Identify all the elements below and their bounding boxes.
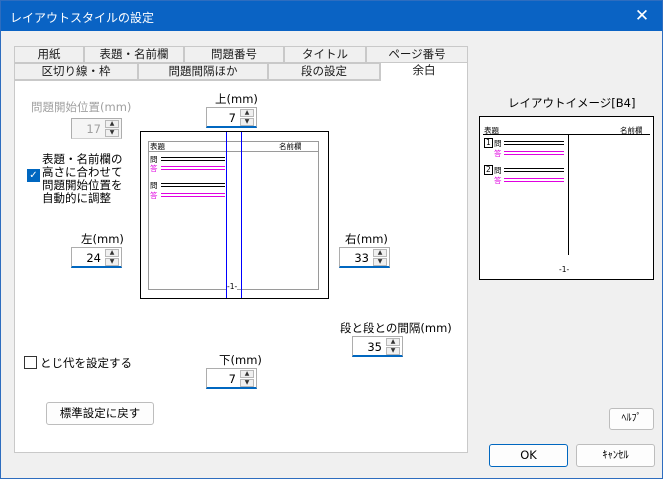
column-gap-right-line	[241, 132, 242, 298]
auto-adjust-label-2: 高さに合わせて	[42, 165, 123, 179]
layout-image-page: 表題 名前欄 1 問 答 2 問 答 -1-	[479, 116, 654, 280]
header-divider	[148, 151, 319, 152]
preview-answer-line	[161, 169, 225, 170]
title-bar: レイアウトスタイルの設定 ✕	[1, 1, 662, 31]
bottom-margin-label: 下(mm)	[219, 353, 262, 367]
layout-line	[504, 144, 564, 145]
bottom-margin-stepper[interactable]: 7 ▲▼	[206, 368, 257, 389]
right-margin-label: 右(mm)	[345, 232, 388, 246]
column-gap-value: 35	[367, 340, 382, 354]
top-margin-value: 7	[228, 111, 236, 125]
spin-up-icon[interactable]: ▲	[240, 109, 254, 117]
preview-answer-line	[161, 193, 225, 194]
margin-preview-page: 表題 名前欄 問 答 問 答 -1-	[140, 131, 329, 299]
preview-header-name: 名前欄	[279, 142, 302, 151]
top-margin-label: 上(mm)	[215, 92, 258, 106]
preview-line	[161, 183, 225, 184]
right-margin-stepper[interactable]: 33 ▲▼	[339, 247, 390, 268]
cancel-button[interactable]: ｷｬﾝｾﾙ	[576, 444, 655, 467]
layout-answer-1: 答	[494, 149, 502, 158]
tab-margin[interactable]: 余白	[380, 62, 468, 81]
layout-answer-line	[504, 178, 564, 179]
spin-up-icon[interactable]: ▲	[373, 249, 387, 257]
layout-q-number-2: 2	[484, 165, 493, 175]
preview-question-1: 問	[150, 155, 158, 164]
spin-down-icon[interactable]: ▼	[240, 379, 254, 387]
preview-answer-2: 答	[150, 191, 158, 200]
preview-question-2: 問	[150, 181, 158, 190]
window-title: レイアウトスタイルの設定	[10, 11, 155, 25]
binding-margin-label: とじ代を設定する	[40, 356, 132, 370]
binding-margin-checkbox[interactable]	[24, 356, 37, 369]
tab-column-settings[interactable]: 段の設定	[268, 63, 380, 80]
tab-page-number[interactable]: ページ番号	[366, 46, 468, 63]
bottom-margin-value: 7	[228, 372, 236, 386]
preview-page-number: -1-	[227, 282, 238, 291]
tab-problem-number[interactable]: 問題番号	[184, 46, 284, 63]
ok-button[interactable]: OK	[489, 444, 568, 467]
layout-header-divider	[483, 134, 650, 135]
layout-answer-line	[504, 151, 564, 152]
spin-down-icon[interactable]: ▼	[105, 258, 119, 266]
layout-question-2: 問	[494, 166, 502, 175]
left-margin-value: 24	[86, 251, 101, 265]
spin-down-icon[interactable]: ▼	[240, 118, 254, 126]
spin-down-icon[interactable]: ▼	[373, 258, 387, 266]
close-icon[interactable]: ✕	[634, 6, 650, 26]
spin-up-icon[interactable]: ▲	[240, 370, 254, 378]
top-margin-stepper[interactable]: 7 ▲▼	[206, 107, 257, 128]
layout-page-number: -1-	[559, 265, 570, 274]
auto-adjust-checkbox[interactable]: ✓	[27, 169, 40, 182]
column-gap-label: 段と段との間隔(mm)	[340, 321, 452, 335]
auto-adjust-label-4: 自動的に調整	[42, 191, 111, 205]
tab-separator-frame[interactable]: 区切り線・枠	[14, 63, 138, 80]
preview-answer-line	[161, 196, 225, 197]
reset-defaults-button[interactable]: 標準設定に戻す	[46, 402, 154, 425]
preview-line	[161, 186, 225, 187]
auto-adjust-label-3: 問題開始位置を	[42, 178, 123, 192]
right-margin-value: 33	[354, 251, 369, 265]
layout-line	[504, 171, 564, 172]
spin-down-icon[interactable]: ▼	[386, 347, 400, 355]
layout-line	[504, 168, 564, 169]
layout-line	[504, 141, 564, 142]
preview-answer-1: 答	[150, 164, 158, 173]
help-button[interactable]: ﾍﾙﾌﾟ	[609, 408, 654, 430]
left-margin-label: 左(mm)	[81, 232, 124, 246]
spin-down-icon: ▼	[105, 129, 119, 137]
spin-up-icon[interactable]: ▲	[386, 338, 400, 346]
preview-line	[161, 160, 225, 161]
preview-line	[161, 157, 225, 158]
problem-start-stepper: 17 ▲▼	[71, 118, 122, 139]
layout-header-name: 名前欄	[620, 126, 643, 135]
layout-answer-line	[504, 154, 564, 155]
layout-q-number-1: 1	[484, 138, 493, 148]
spin-up-icon: ▲	[105, 120, 119, 128]
preview-header-title: 表題	[150, 142, 165, 151]
problem-start-value: 17	[86, 122, 101, 136]
content-area-frame	[148, 141, 319, 290]
tab-paper[interactable]: 用紙	[14, 46, 84, 63]
problem-start-label: 問題開始位置(mm)	[31, 100, 132, 114]
tab-problem-spacing[interactable]: 問題間隔ほか	[138, 63, 268, 80]
layout-header-title: 表題	[484, 126, 499, 135]
layout-column-divider	[568, 135, 569, 255]
tab-title-name[interactable]: 表題・名前欄	[84, 46, 184, 63]
layout-image-label: レイアウトイメージ[B4]	[508, 96, 636, 110]
column-gap-left-line	[226, 132, 227, 298]
auto-adjust-label-1: 表題・名前欄の	[42, 152, 123, 166]
tab-title[interactable]: タイトル	[284, 46, 366, 63]
layout-question-1: 問	[494, 139, 502, 148]
spin-up-icon[interactable]: ▲	[105, 249, 119, 257]
layout-answer-2: 答	[494, 176, 502, 185]
preview-answer-line	[161, 166, 225, 167]
left-margin-stepper[interactable]: 24 ▲▼	[71, 247, 122, 268]
column-gap-stepper[interactable]: 35 ▲▼	[352, 336, 403, 357]
layout-answer-line	[504, 181, 564, 182]
